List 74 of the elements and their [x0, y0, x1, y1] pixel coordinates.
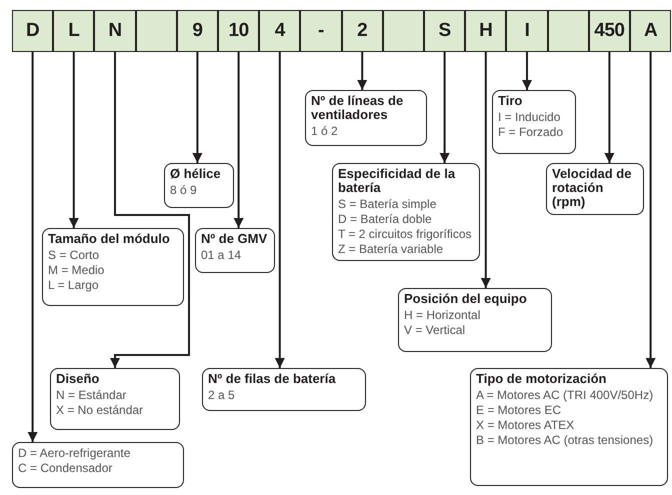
- code-definition: 8 ó 9: [170, 183, 198, 198]
- arrow: [68, 52, 79, 228]
- arrow: [28, 52, 38, 442]
- box-heading: Tiro: [498, 94, 524, 108]
- box-heading: Nº de filas de batería: [208, 372, 337, 386]
- arrow: [604, 52, 614, 163]
- empty-code-cell: [136, 10, 177, 52]
- box-heading: Ø hélice: [170, 167, 222, 181]
- definition-box: [202, 368, 366, 411]
- arrow: [110, 52, 190, 368]
- code-definition: T = 2 circuitos frigoríficos: [338, 227, 472, 242]
- box-heading: Nº de líneas de ventiladores: [311, 94, 404, 122]
- code-definition: E = Motores EC: [476, 403, 562, 418]
- code-definition: X = Motores ATEX: [476, 418, 576, 433]
- code-definition: A = Motores AC (TRI 400V/50Hz): [476, 388, 654, 403]
- code-definition: S = Batería simple: [338, 197, 438, 212]
- code-cell: D: [12, 10, 54, 52]
- definition-box: [50, 368, 180, 430]
- code-cell: S: [424, 10, 466, 52]
- code-cell: 2: [342, 10, 383, 52]
- code-definition: X = No estándar: [56, 403, 144, 418]
- code-cell: A: [630, 10, 672, 52]
- code-definition: I = Inducido: [498, 110, 562, 125]
- code-definition: S = Corto: [48, 248, 100, 263]
- code-cell: N: [94, 10, 136, 52]
- definition-box: [470, 368, 668, 486]
- box-heading: Tamaño del módulo: [48, 232, 171, 246]
- box-heading: Posición del equipo: [404, 292, 528, 306]
- arrow: [274, 52, 285, 368]
- code-definition: F = Forzado: [498, 125, 564, 140]
- box-heading: Especificidad de la batería: [338, 167, 456, 195]
- code-cell: 450: [588, 10, 630, 52]
- box-heading: Tipo de motorización: [476, 372, 608, 386]
- code-definition: L = Largo: [48, 278, 100, 293]
- code-cell: 10: [218, 10, 260, 52]
- code-definition: D = Batería doble: [338, 212, 433, 227]
- code-definition: M = Medio: [48, 263, 106, 278]
- code-cell: 4: [259, 10, 300, 52]
- arrow: [522, 52, 532, 90]
- arrow: [480, 52, 491, 288]
- code-definition: N = Estándar: [56, 388, 128, 403]
- box-heading: Nº de GMV: [201, 232, 268, 246]
- definition-box: [195, 228, 275, 273]
- empty-code-cell: [548, 10, 589, 52]
- empty-code-cell: [382, 10, 424, 52]
- code-cell: L: [53, 10, 94, 52]
- code-cell: -: [300, 10, 342, 52]
- code-definition: H = Horizontal: [404, 308, 482, 323]
- definition-box: [12, 442, 184, 488]
- code-definition: D = Aero-refrigerante: [18, 446, 132, 461]
- arrow: [234, 52, 244, 228]
- definition-box: [305, 90, 427, 146]
- code-definition: Z = Batería variable: [338, 242, 444, 257]
- arrow: [440, 52, 450, 163]
- code-definition: V = Vertical: [404, 323, 466, 338]
- definition-box: [492, 90, 576, 154]
- definition-box: [42, 228, 184, 306]
- definition-box: [332, 163, 480, 261]
- code-cell: 9: [176, 10, 218, 52]
- definition-box: [398, 288, 552, 352]
- box-heading: Diseño: [56, 372, 100, 386]
- code-definition: C = Condensador: [18, 461, 114, 476]
- code-definition: B = Motores AC (otras tensiones): [476, 433, 654, 448]
- arrow: [192, 52, 202, 163]
- arrow: [646, 52, 656, 368]
- code-definition: 01 a 14: [201, 248, 242, 263]
- box-heading: Velocidad de rotación (rpm): [552, 167, 632, 209]
- code-definition: 2 a 5: [208, 388, 236, 403]
- arrow: [357, 52, 368, 90]
- code-definition: 1 ó 2: [311, 124, 339, 139]
- code-cell: H: [465, 10, 506, 52]
- definition-box: [164, 163, 234, 208]
- code-cell: I: [506, 10, 548, 52]
- definition-box: [546, 163, 644, 215]
